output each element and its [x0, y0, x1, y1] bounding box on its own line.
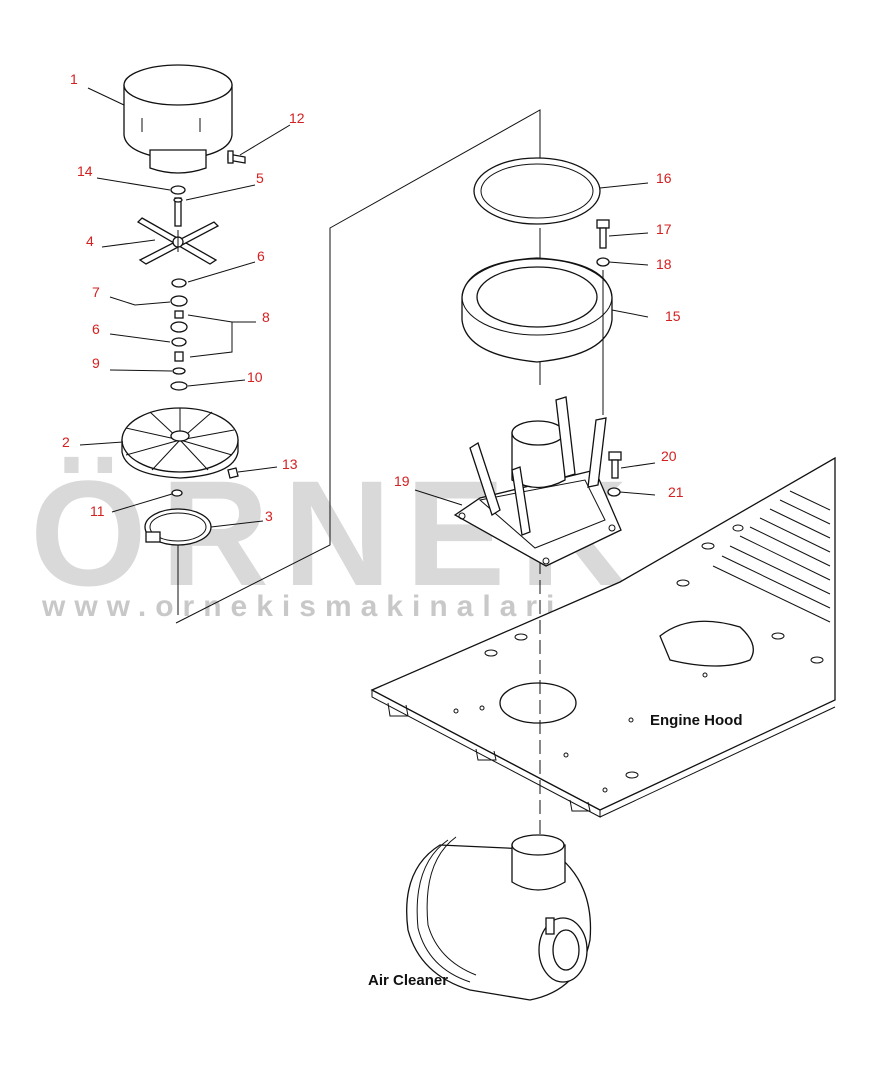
callout-3: 3	[265, 508, 273, 524]
callout-15: 15	[665, 308, 681, 324]
part-spider-4	[136, 217, 220, 265]
callout-19: 19	[394, 473, 410, 489]
callout-2: 2	[62, 434, 70, 450]
part-base-19	[453, 396, 622, 567]
leader-lines	[79, 87, 656, 528]
part-cap-1	[123, 64, 233, 174]
callout-9: 9	[92, 355, 100, 371]
hood-bracket	[569, 799, 591, 812]
part-bearing-7b	[170, 321, 188, 333]
part-clip-13	[227, 467, 239, 479]
part-lockwasher-9	[172, 367, 186, 375]
hood-bracket	[387, 702, 409, 717]
part-washer-21	[607, 487, 621, 497]
callout-18: 18	[656, 256, 672, 272]
hood-bracket	[475, 748, 497, 761]
callout-1: 1	[70, 71, 78, 87]
hood-vents	[712, 490, 831, 623]
part-seal-ring-16	[473, 157, 601, 225]
callout-16: 16	[656, 170, 672, 186]
callout-20: 20	[661, 448, 677, 464]
part-nut-11	[171, 489, 183, 497]
part-stud-5	[173, 197, 183, 227]
callout-17: 17	[656, 221, 672, 237]
part-spacer-8a	[174, 310, 184, 319]
callout-7: 7	[92, 284, 100, 300]
section-plane	[175, 109, 541, 624]
part-impeller-2	[121, 407, 239, 479]
engine-hood	[370, 456, 836, 818]
part-washer-10	[170, 381, 188, 391]
callout-8: 8	[262, 309, 270, 325]
part-washer-6b	[171, 337, 187, 347]
callout-4: 4	[86, 233, 94, 249]
engine-hood-label: Engine Hood	[650, 712, 743, 729]
part-screw-12	[227, 150, 246, 164]
part-washer-6a	[171, 278, 187, 288]
air-cleaner-label: Air Cleaner	[368, 972, 448, 989]
callout-13: 13	[282, 456, 298, 472]
callout-6b: 6	[92, 321, 100, 337]
part-spacer-8b	[174, 351, 184, 362]
callout-12: 12	[289, 110, 305, 126]
part-washer-18	[596, 257, 610, 267]
part-clamp-3	[144, 508, 212, 546]
callout-6a: 6	[257, 248, 265, 264]
callout-11: 11	[90, 503, 105, 519]
callouts: 1 2 3 4 5 6 6 7 8 9 10 11 12 13 14 15 16…	[62, 71, 684, 524]
hood-opening-oval	[659, 620, 754, 667]
part-nut-14	[170, 185, 186, 195]
part-bolt-17	[596, 219, 610, 249]
air-cleaner	[406, 834, 592, 1001]
hood-opening-round	[499, 682, 577, 724]
part-bolt-20	[608, 451, 622, 479]
hood-holes	[453, 524, 824, 793]
callout-14: 14	[77, 163, 93, 179]
callout-21: 21	[668, 484, 684, 500]
callout-10: 10	[247, 369, 263, 385]
callout-5: 5	[256, 170, 264, 186]
part-adapter-ring-15	[461, 257, 613, 363]
part-bearing-7a	[170, 295, 188, 307]
